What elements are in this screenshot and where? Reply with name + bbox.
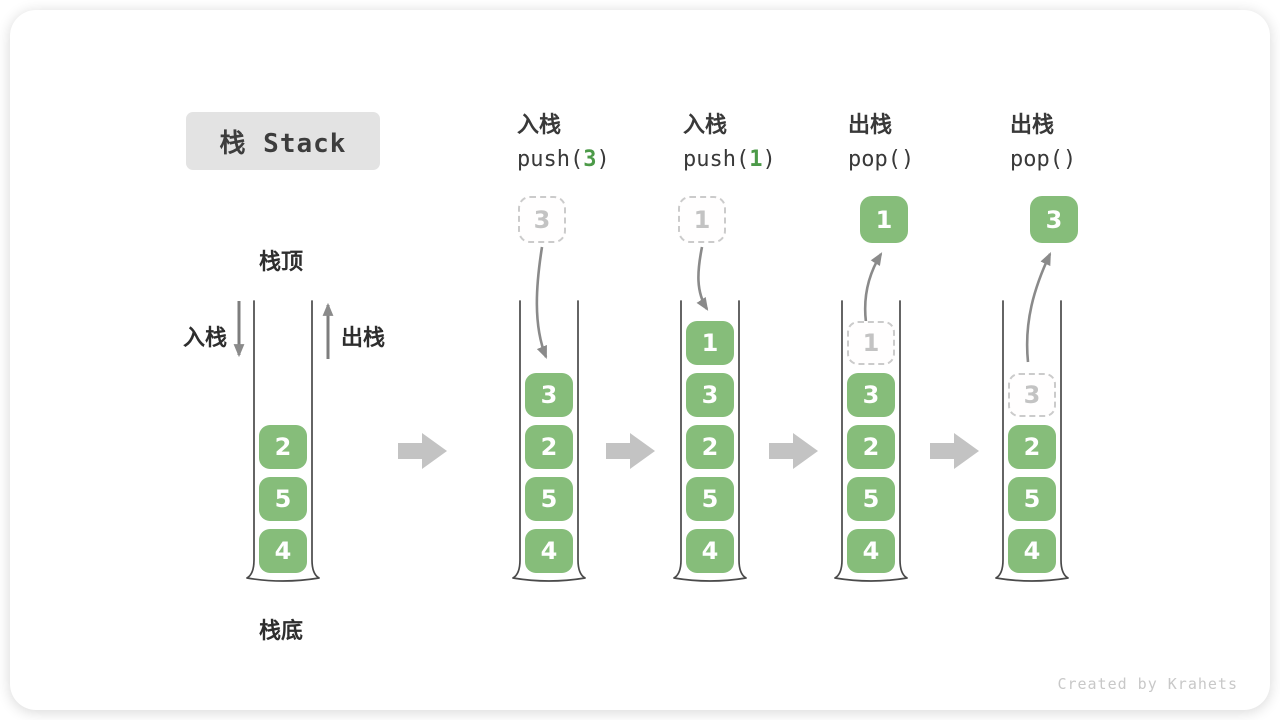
stack-item: 4 — [686, 529, 734, 573]
column-header: 入栈 push(3) — [517, 107, 610, 172]
operation-code: push(1) — [683, 147, 776, 172]
operation-label: 入栈 — [517, 113, 562, 138]
column-header: 入栈 push(1) — [683, 107, 776, 172]
pop-value-box: 3 — [1030, 196, 1078, 243]
operation-code: push(3) — [517, 147, 610, 172]
push-side-label: 入栈 — [183, 326, 228, 351]
stack-item: 2 — [847, 425, 895, 469]
stack-item: 5 — [259, 477, 307, 521]
next-step-arrow-icon — [769, 433, 818, 469]
pop-value-box: 1 — [860, 196, 908, 243]
stack-item: 3 — [847, 373, 895, 417]
next-step-arrow-icon — [398, 433, 447, 469]
stack-container — [673, 300, 747, 582]
stack-bottom-label: 栈底 — [259, 619, 304, 644]
stack-item: 5 — [847, 477, 895, 521]
stack-item: 4 — [1008, 529, 1056, 573]
popped-slot-ghost: 1 — [847, 321, 895, 365]
stack-top-label: 栈顶 — [259, 250, 304, 275]
code-suffix: ) — [596, 147, 610, 172]
code-prefix: pop() — [848, 147, 915, 172]
code-arg: 1 — [749, 147, 763, 172]
operation-label: 入栈 — [683, 113, 728, 138]
stack-item: 5 — [686, 477, 734, 521]
stack-item: 3 — [525, 373, 573, 417]
operation-label: 出栈 — [848, 113, 893, 138]
stack-item: 4 — [259, 529, 307, 573]
stack-item: 2 — [525, 425, 573, 469]
stack-item: 4 — [525, 529, 573, 573]
operation-code: pop() — [1010, 147, 1076, 172]
pop-side-label: 出栈 — [341, 326, 386, 351]
column-header: 出栈 pop() — [1010, 107, 1076, 172]
stack-item: 5 — [1008, 477, 1056, 521]
stack-item: 3 — [686, 373, 734, 417]
watermark: Created by Krahets — [1057, 675, 1238, 693]
stack-container — [995, 300, 1069, 582]
title-text: 栈 Stack — [219, 128, 347, 159]
pop-flow-arrow — [1025, 252, 1052, 363]
code-arg: 3 — [583, 147, 597, 172]
next-step-arrow-icon — [930, 433, 979, 469]
push-flow-arrow — [696, 246, 709, 311]
code-prefix: push( — [517, 147, 584, 172]
stack-container — [512, 300, 586, 582]
column-header: 出栈 pop() — [848, 107, 914, 172]
stack-container — [246, 300, 320, 582]
popped-slot-ghost: 3 — [1008, 373, 1056, 417]
stack-item: 4 — [847, 529, 895, 573]
push-value-box: 3 — [518, 196, 566, 243]
stack-item: 2 — [1008, 425, 1056, 469]
stack-container — [834, 300, 908, 582]
stack-item: 5 — [525, 477, 573, 521]
operation-label: 出栈 — [1010, 113, 1055, 138]
push-value-box: 1 — [678, 196, 726, 243]
stack-item: 2 — [686, 425, 734, 469]
push-flow-arrow — [535, 246, 548, 360]
stack-item: 1 — [686, 321, 734, 365]
operation-code: pop() — [848, 147, 914, 172]
stack-item: 2 — [259, 425, 307, 469]
code-suffix: ) — [762, 147, 776, 172]
title-badge: 栈 Stack — [186, 112, 380, 170]
code-prefix: push( — [683, 147, 750, 172]
code-prefix: pop() — [1010, 147, 1077, 172]
next-step-arrow-icon — [606, 433, 655, 469]
